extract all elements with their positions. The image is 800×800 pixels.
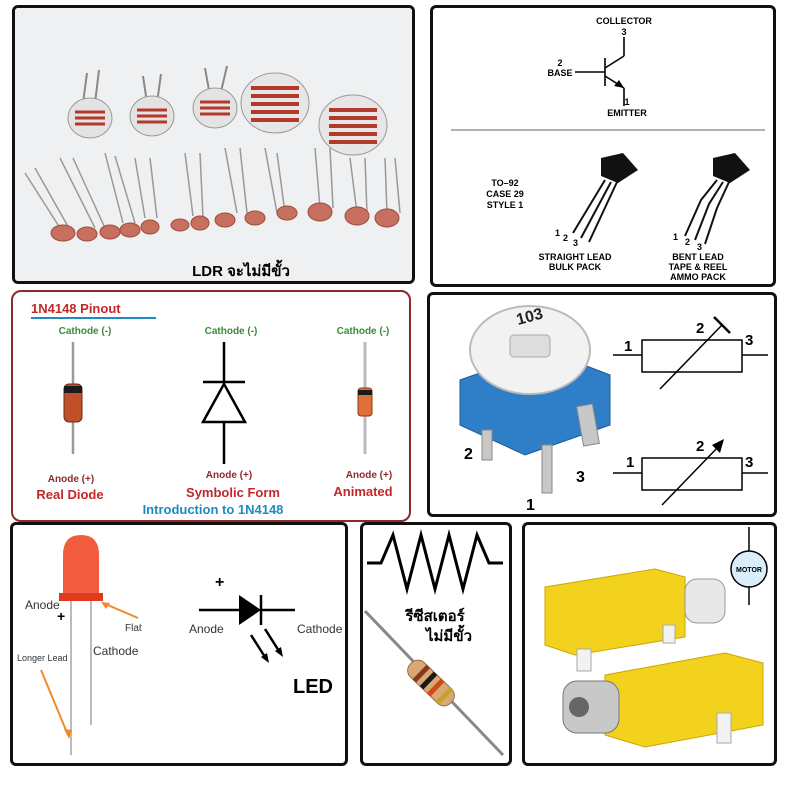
led-longer-lead-label: Longer Lead [17,653,68,663]
trimpot-photo-pin1: 1 [526,497,535,514]
straight-line-2: BULK PACK [549,262,602,272]
variable-resistor-symbol [613,444,768,506]
anode-label-animated: Anode (+) [346,470,392,481]
trimpot-diagram: 103 2 3 1 1 2 3 1 2 [459,305,768,514]
package-line-1: TO–92 [491,178,518,188]
varres-pin2: 2 [696,438,704,455]
resistor-caption-line1: รีซีสเตอร์ [404,607,465,625]
trimmer-pin2: 2 [696,320,704,337]
animated-diode-image [357,342,373,454]
resistor-panel: รีซีสเตอร์ ไม่มีขั้ว [360,522,512,766]
diode-panel: 1N4148 Pinout Cathode (-) Cathode (-) Ca… [11,290,411,522]
led-arrows [40,602,139,736]
base-label: BASE [547,68,572,78]
led-symbol-label: LED [293,676,333,698]
emitter-pin: 1 [624,97,629,107]
animated-label: Animated [333,484,392,499]
to92-bent-icon [684,153,750,245]
bent-line-3: AMMO PACK [670,272,726,282]
trimpot-panel: 103 2 3 1 1 2 3 1 2 [427,292,777,517]
real-diode-label: Real Diode [36,487,103,502]
trimpot-photo-pin3: 3 [576,469,585,486]
cathode-label-animated: Cathode (-) [337,326,390,337]
symbolic-form-label: Symbolic Form [186,485,280,500]
led-symbol-plus: + [215,574,224,591]
straight-line-1: STRAIGHT LEAD [539,252,612,262]
trimmer-pin3: 3 [745,332,753,349]
led-panel: Anode + Flat Cathode Longer Lead + Anode… [10,522,348,766]
led-symbol-triangle [239,595,261,625]
ldr-photo: LDR จะไม่มีขั้ว [15,8,412,281]
resistor-photo [363,609,505,757]
trimpot-knob-text: 103 [515,306,545,329]
gear-motor-photo-top [544,568,726,672]
led-photo [59,535,103,755]
real-diode-image [63,342,83,454]
trimpot-photo-pin2: 2 [464,446,473,463]
diode-symbol [200,342,248,464]
anode-label-symbol: Anode (+) [206,470,252,481]
trimmer-pin1: 1 [624,338,632,355]
led-symbol-anode: Anode [189,622,224,636]
emitter-label: EMITTER [607,108,647,118]
trimpot-photo: 103 [459,305,611,494]
motor-symbol: MOTOR [730,527,768,605]
anode-label-real: Anode (+) [48,474,94,485]
led-plus-sign: + [57,608,65,624]
base-pin: 2 [557,58,562,68]
bent-line-1: BENT LEAD [672,252,724,262]
led-cathode-label: Cathode [93,644,139,658]
gear-motor-photo-bottom [562,652,764,748]
led-diagram: Anode + Flat Cathode Longer Lead + Anode… [17,535,343,755]
bent-pin-3: 3 [697,242,702,252]
resistor-zigzag-symbol [367,529,503,595]
diode-diagram: 1N4148 Pinout Cathode (-) Cathode (-) Ca… [31,301,393,517]
cathode-label-real: Cathode (-) [59,326,112,337]
varres-pin1: 1 [626,454,634,471]
bent-pin-2: 2 [685,237,690,247]
motor-panel: MOTOR [522,522,777,766]
collector-pin: 3 [621,27,626,37]
transistor-diagram: COLLECTOR 3 2 BASE 1 EMITTER TO–92 CASE … [451,16,765,282]
npn-transistor-symbol [575,37,625,106]
varres-pin3: 3 [745,454,753,471]
ldr-caption: LDR จะไม่มีขั้ว [192,259,290,280]
ldr-large-group [67,65,388,156]
straight-pin-3: 3 [573,238,578,248]
bent-pin-1: 1 [673,232,678,242]
transistor-panel: COLLECTOR 3 2 BASE 1 EMITTER TO–92 CASE … [430,5,776,287]
ldr-panel: LDR จะไม่มีขั้ว [12,5,415,284]
cathode-label-symbol: Cathode (-) [205,326,258,337]
trimmer-symbol [613,316,768,390]
straight-pin-2: 2 [563,233,568,243]
diode-title: 1N4148 Pinout [31,301,121,316]
diode-subtitle-link[interactable]: Introduction to 1N4148 [143,502,284,517]
led-anode-label: Anode [25,598,60,612]
bent-line-2: TAPE & REEL [669,262,728,272]
resistor-caption-line2: ไม่มีขั้ว [424,624,472,645]
to92-straight-icon [572,153,638,243]
led-symbol-cathode: Cathode [297,622,343,636]
led-flat-label: Flat [125,623,142,634]
motor-symbol-label: MOTOR [736,567,762,574]
resistor-diagram: รีซีสเตอร์ ไม่มีขั้ว [363,529,505,757]
motor-diagram: MOTOR [544,527,768,748]
package-line-3: STYLE 1 [487,200,524,210]
straight-pin-1: 1 [555,228,560,238]
ldr-small-group [24,147,401,242]
collector-label: COLLECTOR [596,16,652,26]
package-line-2: CASE 29 [486,189,524,199]
